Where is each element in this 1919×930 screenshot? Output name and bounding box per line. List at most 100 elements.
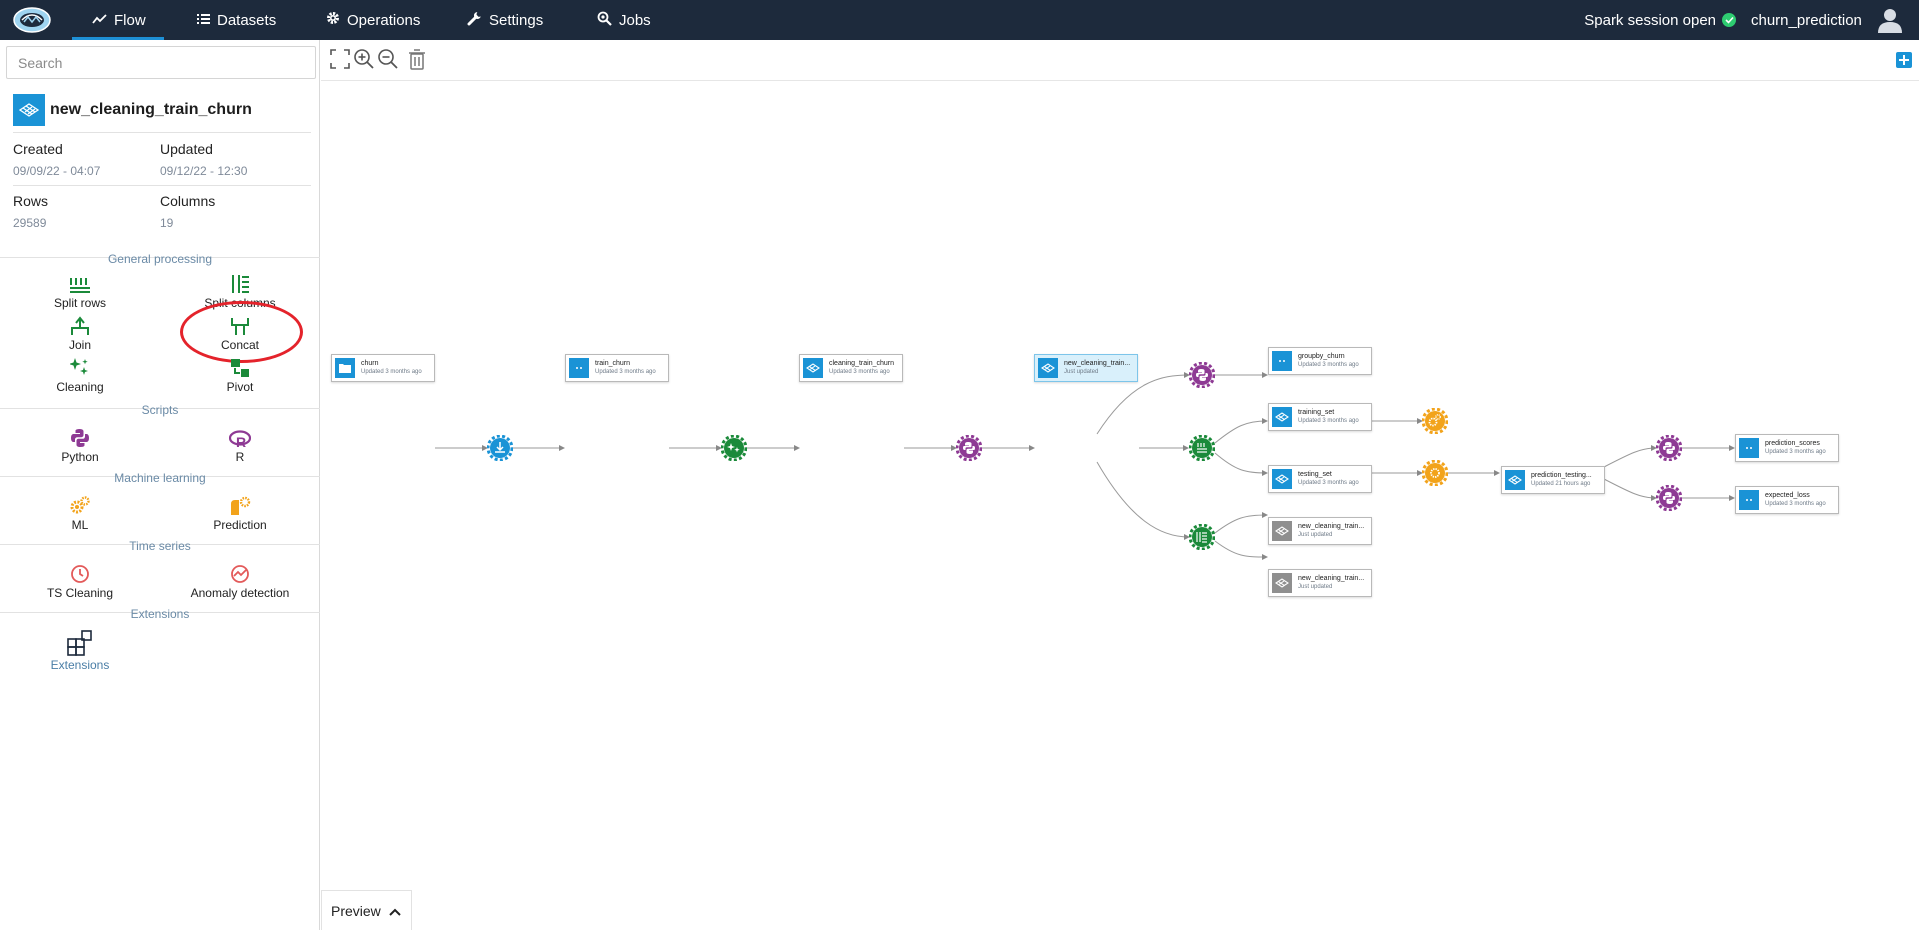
flow-op-cleaning-icon[interactable] [720, 434, 748, 462]
divider [0, 612, 320, 613]
flow-op-python-icon[interactable] [1188, 361, 1216, 389]
section-machine-learning: Machine learning [114, 471, 206, 485]
updated-label: Updated [160, 141, 213, 157]
node-name: training_set [1298, 409, 1335, 416]
flow-op-split-rows-icon[interactable] [1188, 434, 1216, 462]
node-name: expected_loss [1765, 492, 1810, 499]
nav-tab-settings[interactable]: Settings [467, 0, 543, 40]
flow-node-new-cleaning-train-selected[interactable]: new_cleaning_train...Just updated [1034, 354, 1138, 382]
list-icon [197, 12, 217, 29]
add-plus-button[interactable] [1896, 52, 1912, 68]
flow-op-prediction-icon[interactable] [1421, 459, 1449, 487]
flow-op-python-icon[interactable] [1655, 484, 1683, 512]
node-status: Updated 3 months ago [361, 369, 422, 375]
canvas-toolbar [321, 40, 1919, 81]
anomaly-gauge-icon [165, 562, 315, 584]
node-name: new_cleaning_train... [1298, 523, 1365, 530]
spark-session-status: Spark session open [1584, 0, 1736, 40]
flow-node-prediction-testing[interactable]: prediction_testing...Updated 21 hours ag… [1501, 466, 1605, 494]
split-rows-icon [5, 272, 155, 294]
ml-button[interactable]: ML [5, 494, 155, 532]
flow-op-ml-icon[interactable] [1421, 407, 1449, 435]
wrench-icon [467, 11, 489, 30]
flow-op-python-icon[interactable] [1655, 434, 1683, 462]
op-label: Concat [220, 338, 260, 352]
divider [13, 185, 311, 186]
chevron-up-icon [389, 903, 401, 919]
dataset-icon [1272, 407, 1292, 427]
node-status: Updated 3 months ago [1298, 418, 1359, 424]
python-icon [5, 426, 155, 448]
nav-tab-operations[interactable]: Operations [326, 0, 420, 40]
nav-tab-flow[interactable]: Flow [72, 0, 164, 40]
svg-text:R: R [236, 434, 246, 448]
extensions-button[interactable]: Extensions [5, 630, 155, 672]
nav-tab-label: Datasets [217, 11, 277, 29]
cleaning-button[interactable]: Cleaning [5, 356, 155, 394]
nav-tab-label: Settings [489, 11, 544, 29]
project-name[interactable]: churn_prediction [1751, 11, 1862, 29]
op-label: Anomaly detection [190, 586, 290, 600]
node-status: Just updated [1064, 369, 1099, 375]
python-button[interactable]: Python [5, 426, 155, 464]
preview-label: Preview [331, 902, 381, 919]
flow-op-import-icon[interactable] [486, 434, 514, 462]
concat-button[interactable]: Concat [165, 314, 315, 352]
nav-tab-jobs[interactable]: Jobs [597, 0, 651, 40]
pivot-button[interactable]: Pivot [165, 356, 315, 394]
r-button[interactable]: R R [165, 426, 315, 464]
join-button[interactable]: Join [5, 314, 155, 352]
prediction-button[interactable]: Prediction [165, 494, 315, 532]
dataset-icon [1739, 490, 1759, 510]
r-language-icon: R [165, 426, 315, 448]
node-name: new_cleaning_train... [1298, 575, 1365, 582]
ts-cleaning-button[interactable]: TS Cleaning [5, 562, 155, 600]
node-status: Updated 3 months ago [1298, 480, 1359, 486]
section-time-series: Time series [129, 539, 191, 553]
flow-node-new-cleaning-train-output-a[interactable]: new_cleaning_train...Just updated [1268, 517, 1372, 545]
app-logo[interactable] [13, 6, 51, 34]
nav-tab-datasets[interactable]: Datasets [197, 0, 276, 40]
folder-icon [335, 358, 355, 378]
op-label: Extensions [50, 658, 110, 672]
dataset-icon [1272, 521, 1292, 541]
preview-toggle[interactable]: Preview [321, 890, 412, 930]
columns-value: 19 [160, 216, 174, 230]
nav-tab-label: Operations [347, 11, 421, 29]
clock-history-icon [5, 562, 155, 584]
sparkle-icon [5, 356, 155, 378]
flow-edges [435, 372, 1735, 560]
section-extensions: Extensions [130, 607, 190, 621]
divider [0, 257, 320, 258]
join-icon [5, 314, 155, 336]
anomaly-detection-button[interactable]: Anomaly detection [165, 562, 315, 600]
op-label: Cleaning [56, 380, 104, 394]
fit-screen-icon[interactable] [329, 48, 351, 70]
trash-icon[interactable] [406, 48, 428, 70]
node-name: prediction_scores [1765, 440, 1820, 447]
op-label: Pivot [226, 380, 254, 394]
zoom-out-icon[interactable] [377, 48, 399, 70]
created-label: Created [13, 141, 63, 157]
extensions-icon [5, 630, 155, 656]
op-label: Python [61, 450, 99, 464]
dataset-icon [13, 94, 45, 126]
user-avatar-icon[interactable] [1877, 7, 1903, 33]
search-input[interactable] [6, 46, 316, 79]
split-rows-button[interactable]: Split rows [5, 272, 155, 310]
flow-op-split-columns-icon[interactable] [1188, 523, 1216, 551]
zoom-in-icon[interactable] [353, 48, 375, 70]
flow-op-python-icon[interactable] [955, 434, 983, 462]
flow-node-new-cleaning-train-output-b[interactable]: new_cleaning_train...Just updated [1268, 569, 1372, 597]
dataset-header: new_cleaning_train_churn [13, 94, 252, 126]
node-status: Updated 3 months ago [595, 369, 656, 375]
